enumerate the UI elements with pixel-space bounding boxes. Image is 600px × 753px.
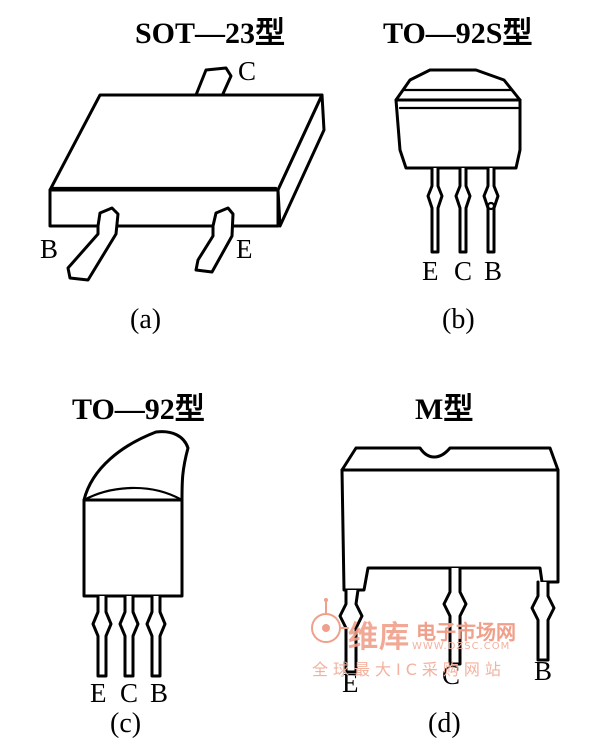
- to92s-top: [394, 68, 522, 102]
- sot23-lead-c: [194, 66, 233, 98]
- sot23-pin-e-label: E: [236, 234, 253, 264]
- m-type-drawing: [338, 446, 560, 674]
- m-type-top: [340, 446, 560, 472]
- sot23-pin-b-label: B: [40, 234, 59, 264]
- caption-a: (a): [130, 304, 162, 335]
- sot23-front-face: [48, 188, 280, 228]
- to92-pin-label: C: [120, 678, 139, 708]
- m-type-lead-c: [442, 566, 468, 666]
- to92-title: TO—92型: [72, 393, 205, 426]
- sot23-title: SOT—23型: [135, 17, 286, 50]
- to92s-drawing: [394, 68, 522, 254]
- sot23-lead-e: [194, 206, 235, 274]
- to92s-pin-label: B: [484, 256, 503, 286]
- to92s-lead-e: [426, 166, 444, 254]
- to92s-lead-c: [454, 166, 472, 254]
- watermark-tagline: 全球最大IC采购网站: [312, 660, 506, 679]
- caption-c: (c): [110, 708, 142, 739]
- to92s-title: TO—92S型: [383, 17, 533, 50]
- watermark-name: 维库: [348, 620, 410, 655]
- watermark-url: WWW.DZSC.COM: [412, 641, 511, 652]
- m-type-lead-b: [530, 580, 556, 662]
- m-type-pin-e-label: E: [342, 668, 359, 698]
- watermark-sub: 电子市场网: [416, 620, 516, 644]
- to92-top-dome: [82, 430, 190, 502]
- sot23-lead-b: [66, 206, 120, 282]
- sot23-pin-c-label: C: [238, 56, 257, 86]
- to92-pin-label: B: [150, 678, 169, 708]
- m-type-title: M型: [415, 393, 474, 426]
- to92-lead-b: [145, 594, 167, 678]
- to92s-pin-label: E: [422, 256, 439, 286]
- m-type-pin-b-label: B: [534, 656, 553, 686]
- sot23-top-face: [48, 93, 324, 192]
- to92-pin-label: E: [90, 678, 107, 708]
- to92s-pin-label: C: [454, 256, 473, 286]
- m-type-pin-c-label: C: [442, 660, 461, 690]
- to92-body: [82, 498, 184, 598]
- to92-drawing: [82, 430, 190, 678]
- to92-lead-c: [118, 594, 140, 678]
- caption-b: (b): [442, 304, 475, 335]
- to92s-body: [394, 98, 522, 170]
- sot23-drawing: [48, 66, 326, 282]
- m-type-lead-e: [338, 588, 364, 674]
- to92-lead-e: [91, 594, 113, 678]
- watermark-logo: [311, 598, 349, 643]
- caption-d: (d): [428, 708, 461, 739]
